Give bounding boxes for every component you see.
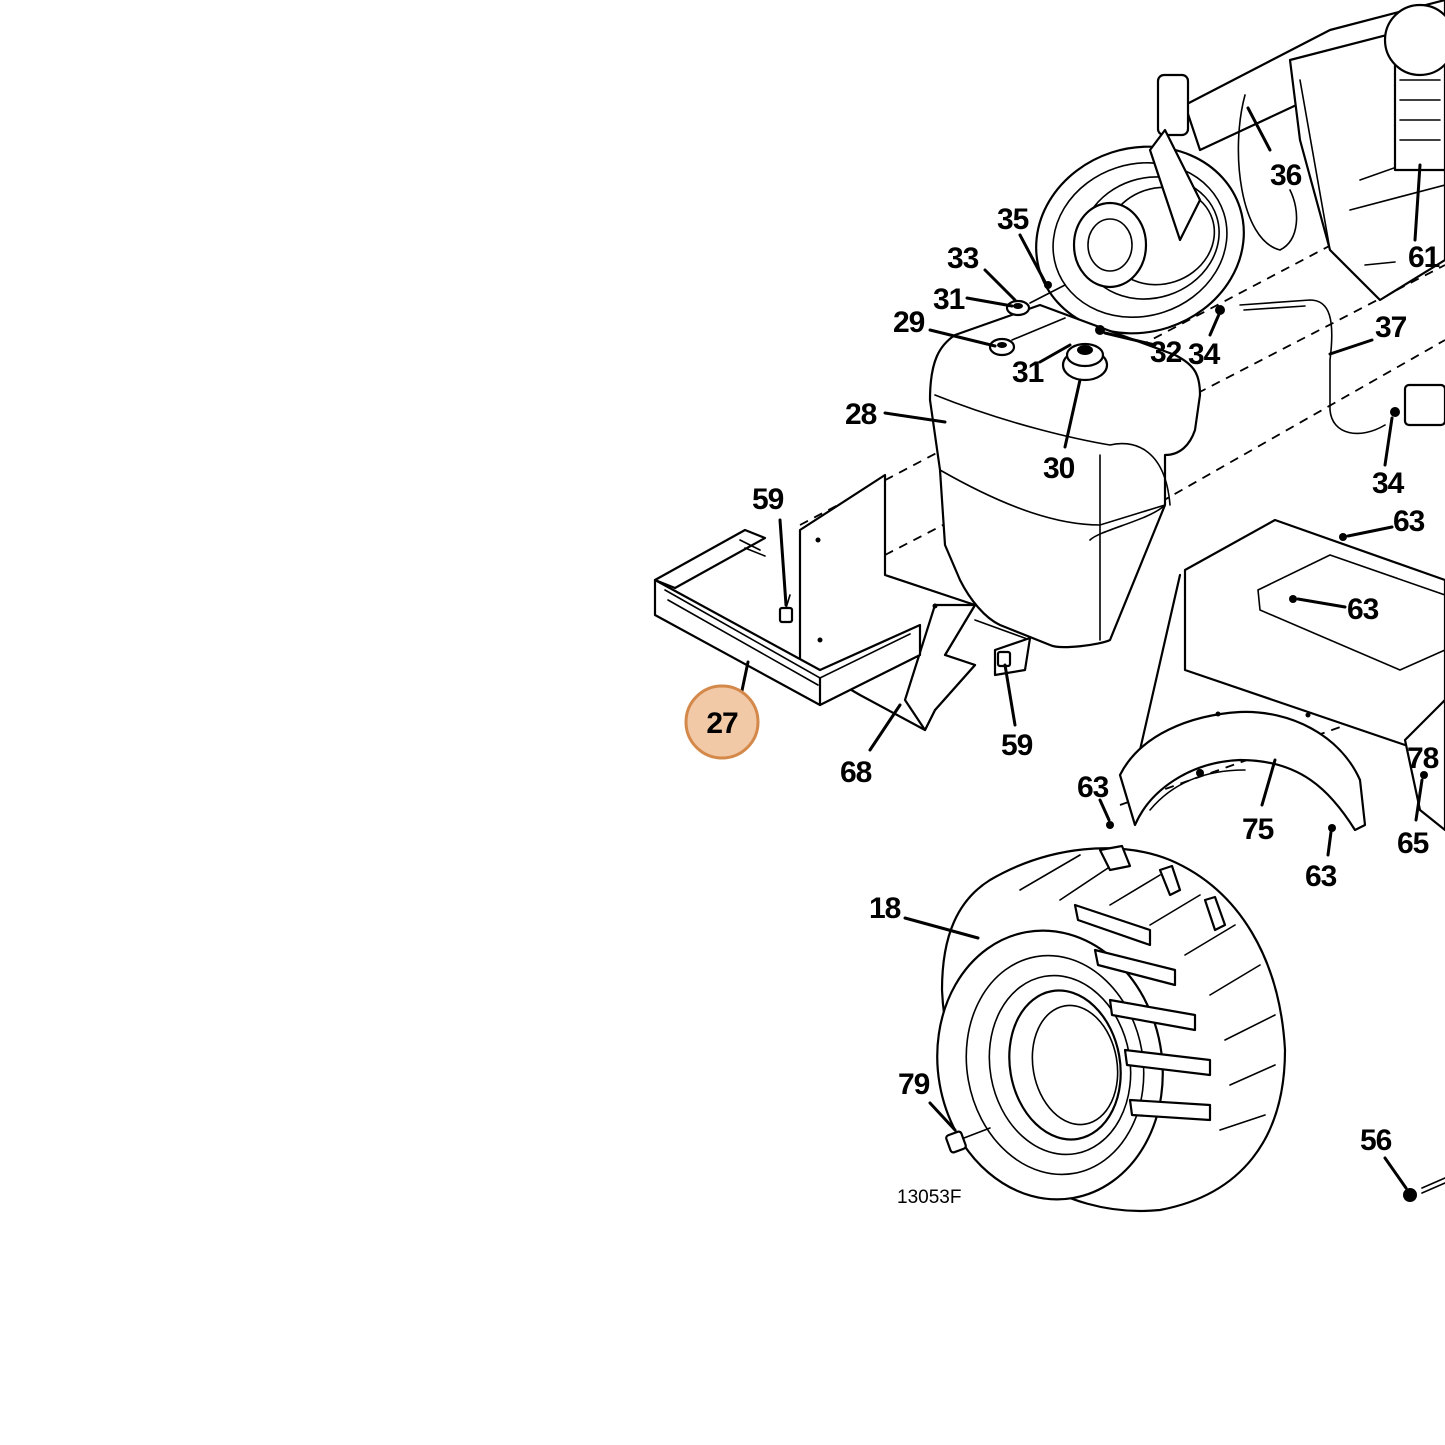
callout-75[interactable]: 75 (1242, 813, 1275, 846)
leader-lines (738, 106, 1424, 1190)
callout-59-lower[interactable]: 59 (1001, 729, 1034, 762)
callout-35[interactable]: 35 (997, 203, 1030, 236)
callout-32[interactable]: 32 (1150, 336, 1183, 369)
callout-37[interactable]: 37 (1375, 311, 1408, 344)
callout-68[interactable]: 68 (840, 756, 873, 789)
part-56 (1403, 1177, 1445, 1202)
lug-bolt-79 (945, 1127, 991, 1154)
bumper-bar (653, 528, 922, 707)
fuel-line (1239, 299, 1445, 435)
caster-wheel (1035, 73, 1245, 335)
callout-33[interactable]: 33 (947, 242, 980, 275)
callout-63-c[interactable]: 63 (1077, 771, 1110, 804)
highlight-circle (684, 684, 760, 760)
screws-63 (1106, 533, 1428, 832)
callout-59-upper[interactable]: 59 (752, 483, 785, 516)
callout-63-d[interactable]: 63 (1305, 860, 1338, 893)
fuel-tank (928, 303, 1202, 649)
tank-fittings (988, 281, 1400, 417)
callout-78[interactable]: 78 (1407, 742, 1440, 775)
callout-65[interactable]: 65 (1397, 827, 1430, 860)
callout-31-lower[interactable]: 31 (1012, 356, 1045, 389)
highlighted-callout-27[interactable]: 27 (684, 684, 760, 760)
callout-27: 27 (706, 707, 738, 740)
fender-deck (1118, 518, 1445, 832)
drawing-code: 13053F (897, 1187, 961, 1208)
callout-36[interactable]: 36 (1270, 159, 1303, 192)
bolts-59 (778, 594, 1012, 668)
callout-63-b[interactable]: 63 (1347, 593, 1380, 626)
callout-34-upper[interactable]: 34 (1188, 338, 1222, 371)
callout-56[interactable]: 56 (1360, 1124, 1393, 1157)
drive-tire (936, 844, 1287, 1212)
callout-63-a[interactable]: 63 (1393, 505, 1426, 538)
callout-31-upper[interactable]: 31 (933, 283, 966, 316)
callout-79[interactable]: 79 (898, 1068, 931, 1101)
callout-labels: 28 29 30 31 31 32 33 34 34 35 36 37 59 5… (752, 159, 1441, 1157)
callout-29[interactable]: 29 (893, 306, 926, 339)
callout-30[interactable]: 30 (1043, 452, 1076, 485)
callout-18[interactable]: 18 (869, 892, 902, 925)
callout-61[interactable]: 61 (1408, 241, 1441, 274)
callout-34-lower[interactable]: 34 (1372, 467, 1406, 500)
callout-28[interactable]: 28 (845, 398, 878, 431)
